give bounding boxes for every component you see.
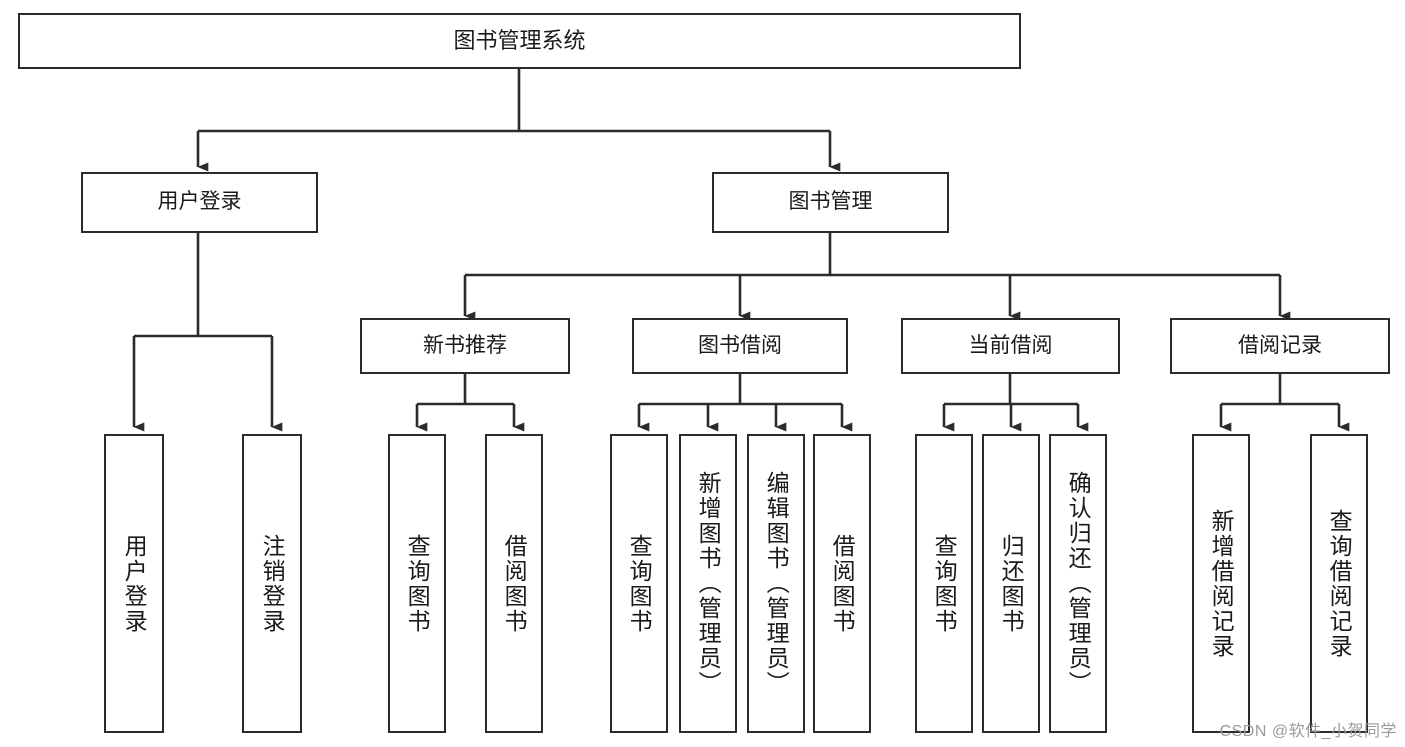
node-leaf-edit-book[interactable]: 编辑图书（管理员）	[747, 434, 805, 733]
node-root-system-label: 图书管理系统	[453, 28, 586, 54]
node-user-login[interactable]: 用户登录	[81, 172, 318, 233]
connector-bookborrow-to-leaves	[637, 374, 853, 432]
node-new-book-recommend-label: 新书推荐	[423, 333, 507, 357]
node-leaf-query-record[interactable]: 查询借阅记录	[1310, 434, 1368, 733]
node-root-system[interactable]: 图书管理系统	[18, 13, 1021, 69]
node-book-management[interactable]: 图书管理	[712, 172, 949, 233]
node-leaf-user-login-label: 用户登录	[121, 533, 148, 634]
node-leaf-query-book-2-label: 查询图书	[626, 533, 653, 634]
node-leaf-borrow-book-2[interactable]: 借阅图书	[813, 434, 871, 733]
node-leaf-borrow-book-2-label: 借阅图书	[829, 533, 856, 634]
node-leaf-query-book-3[interactable]: 查询图书	[915, 434, 973, 733]
node-leaf-logout-login-label: 注销登录	[259, 533, 286, 634]
connector-borrowrecord-to-leaves	[1219, 374, 1350, 432]
node-book-borrow-label: 图书借阅	[698, 333, 782, 357]
node-current-borrow-label: 当前借阅	[968, 333, 1053, 357]
node-new-book-recommend[interactable]: 新书推荐	[360, 318, 570, 374]
node-leaf-borrow-book-1-label: 借阅图书	[501, 533, 528, 634]
node-leaf-return-book[interactable]: 归还图书	[982, 434, 1040, 733]
connector-bookmgmt-to-level2	[463, 233, 1291, 321]
node-leaf-confirm-return-label: 确认归还（管理员）	[1065, 471, 1092, 696]
node-leaf-user-login[interactable]: 用户登录	[104, 434, 164, 733]
node-leaf-logout-login[interactable]: 注销登录	[242, 434, 302, 733]
watermark-text: CSDN @软件_小贺同学	[1219, 723, 1397, 740]
node-leaf-edit-book-label: 编辑图书（管理员）	[763, 471, 790, 696]
node-leaf-confirm-return[interactable]: 确认归还（管理员）	[1049, 434, 1107, 733]
node-current-borrow[interactable]: 当前借阅	[901, 318, 1120, 374]
connector-root-to-level1	[196, 69, 841, 172]
node-leaf-borrow-book-1[interactable]: 借阅图书	[485, 434, 543, 733]
connector-currentborrow-to-leaves	[942, 374, 1089, 432]
node-leaf-return-book-label: 归还图书	[998, 533, 1025, 634]
node-leaf-query-book-1-label: 查询图书	[404, 533, 431, 634]
node-borrow-record[interactable]: 借阅记录	[1170, 318, 1390, 374]
node-book-borrow[interactable]: 图书借阅	[632, 318, 848, 374]
node-book-management-label: 图书管理	[788, 190, 873, 214]
connector-newbook-to-leaves	[415, 374, 525, 432]
connector-userlogin-to-leaves	[132, 233, 283, 432]
node-leaf-add-book[interactable]: 新增图书（管理员）	[679, 434, 737, 733]
node-leaf-add-book-label: 新增图书（管理员）	[695, 471, 722, 696]
node-leaf-query-book-3-label: 查询图书	[931, 533, 958, 634]
node-leaf-add-record[interactable]: 新增借阅记录	[1192, 434, 1250, 733]
node-borrow-record-label: 借阅记录	[1238, 333, 1322, 357]
node-user-login-label: 用户登录	[157, 190, 242, 214]
node-leaf-add-record-label: 新增借阅记录	[1208, 508, 1235, 659]
node-leaf-query-book-1[interactable]: 查询图书	[388, 434, 446, 733]
node-leaf-query-record-label: 查询借阅记录	[1326, 508, 1353, 659]
node-leaf-query-book-2[interactable]: 查询图书	[610, 434, 668, 733]
